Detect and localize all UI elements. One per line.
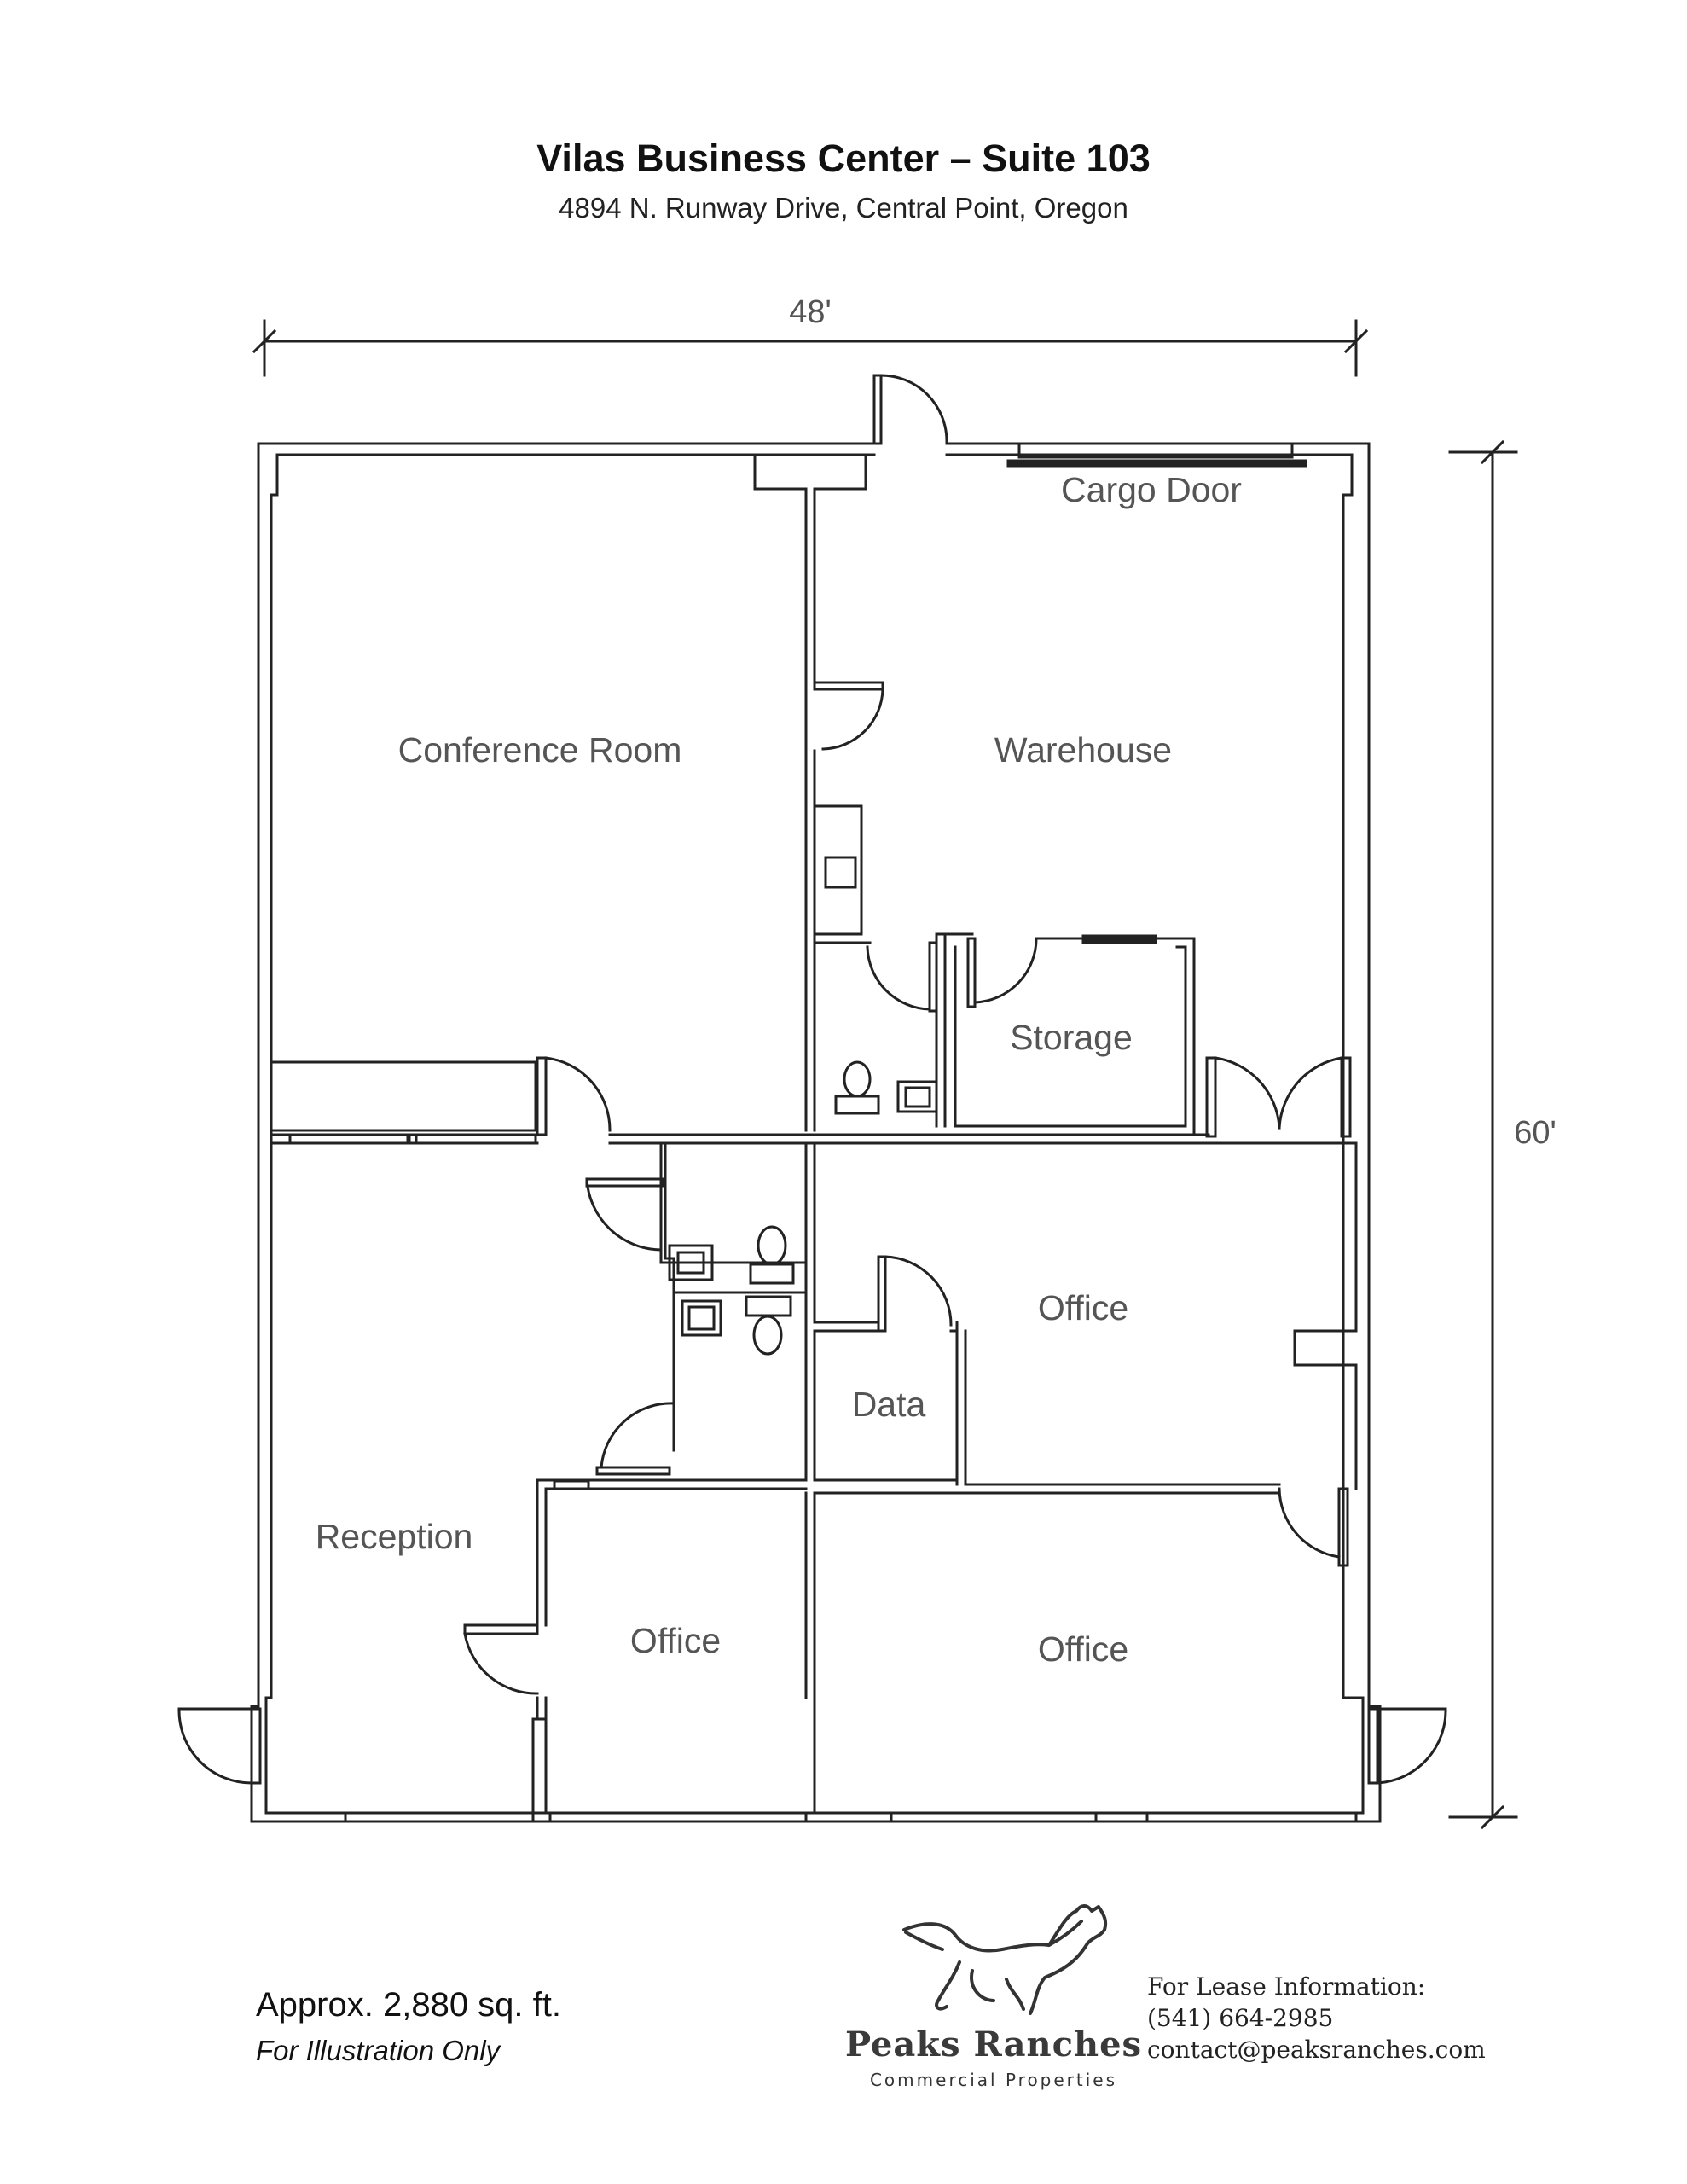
depth-dimension-line <box>1448 439 1518 1830</box>
area-text: Approx. 2,880 sq. ft. <box>256 1986 561 2024</box>
illustration-note: For Illustration Only <box>256 2035 501 2066</box>
page-address: 4894 N. Runway Drive, Central Point, Ore… <box>559 192 1128 224</box>
windows <box>288 442 1358 1823</box>
doors <box>177 374 1447 1785</box>
page-title: Vilas Business Center – Suite 103 <box>536 136 1151 180</box>
room-label-office-center: Office <box>630 1621 721 1660</box>
room-label-warehouse: Warehouse <box>994 730 1172 770</box>
room-label-cargo-door: Cargo Door <box>1061 470 1242 509</box>
lease-email[interactable]: contact@peaksranches.com <box>1147 2036 1486 2064</box>
restroom-fixtures <box>668 1060 938 1356</box>
horse-logo-icon <box>902 1904 1108 2015</box>
room-label-office-east: Office <box>1038 1288 1128 1327</box>
lease-phone[interactable]: (541) 664-2985 <box>1147 2004 1334 2032</box>
room-label-office-southeast: Office <box>1038 1629 1128 1669</box>
room-label-reception: Reception <box>316 1517 473 1556</box>
lease-contact-block: For Lease Information: (541) 664-2985 co… <box>1147 1971 1486 2065</box>
brand-name: Peaks Ranches <box>845 2024 1142 2065</box>
room-label-conference: Conference Room <box>398 730 682 770</box>
lease-heading: For Lease Information: <box>1147 1972 1426 2001</box>
room-label-data: Data <box>852 1385 926 1424</box>
depth-label: 60' <box>1514 1115 1557 1151</box>
width-dimension-line <box>252 319 1369 377</box>
brand-tagline: Commercial Properties <box>870 2070 1117 2090</box>
room-label-storage: Storage <box>1010 1018 1133 1057</box>
width-label: 48' <box>789 294 832 330</box>
